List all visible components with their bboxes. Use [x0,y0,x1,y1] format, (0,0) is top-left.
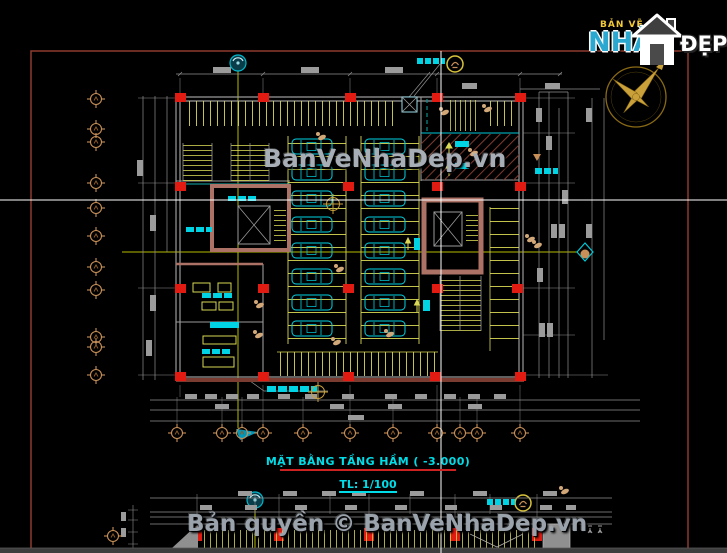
grid-bubbles-bottom [167,423,530,443]
floor-plan [175,58,570,496]
parking-stalls-top-right [484,101,518,126]
section-gray-box [542,523,571,551]
ramp-hatch [421,134,519,180]
mini-arrows-yellow [404,236,421,312]
section-hatch [200,530,535,548]
stairs-top-left-b [230,143,270,181]
parking-stalls-right [490,207,519,351]
watermark-text: BanVeNhaDep.vn [263,144,507,173]
drawing-title: MẶT BẰNG TẦNG HẦM ( -3.000) [265,455,471,468]
detail-marker-circle-icon [514,494,532,512]
title-underline [280,469,456,471]
section-figures [587,525,603,534]
grid-bubble-icon [103,526,123,546]
parking-stalls-top [184,101,398,126]
ramp-arrows [445,142,453,176]
tan-arrow-marker [533,154,541,161]
elevator-core-left [210,184,291,252]
dimension-text-bottom [185,394,506,420]
dimensions-right [523,91,608,378]
dimension-text-right [536,108,592,337]
dimensions-left [138,96,176,380]
parking-stalls-bottom [277,352,438,376]
columns-grid [175,93,526,381]
logo-suffix-text: ĐẸP [680,32,727,56]
compass-rose-icon [605,60,667,128]
dimensions-bottom [150,380,640,427]
stairs-top-left-a [182,143,213,181]
dimension-text-top [213,67,560,89]
section-labels-cyan [487,499,515,505]
section-arrow-diamond-icon [576,242,594,262]
title-block: MẶT BẰNG TẦNG HẦM ( -3.000) TL: 1/100 [262,455,474,493]
room-equipment [192,282,237,368]
elevator-top-wall [401,96,418,113]
site-logo: BẢN VẼ NHÀ ĐẸP [583,11,727,71]
drawing-scale: TL: 1/100 [339,478,397,493]
stairs-right-center [439,276,482,331]
bottom-section-drawing [121,491,612,551]
logo-top-text: BẢN VẼ [600,20,644,30]
section-dim-stack-left [128,505,138,549]
dimension-text-left [137,160,156,356]
elevator-core-right [421,197,484,275]
detail-marker-circle-icon [446,55,464,73]
section-marker-circle-icon [229,54,247,72]
bottom-band [0,548,727,553]
stairs-top-right [450,100,478,131]
drawing-frame [30,50,689,553]
copyright-text: Bản quyền © BanVeNhaDep.vn [187,511,588,537]
grid-bubbles-left [86,89,106,385]
plan-labels-cyan [186,58,558,392]
house-icon [631,13,683,65]
dimension-text-section [200,491,576,510]
section-ramp-triangle [172,524,198,548]
parking-stalls-center-a [288,136,346,344]
